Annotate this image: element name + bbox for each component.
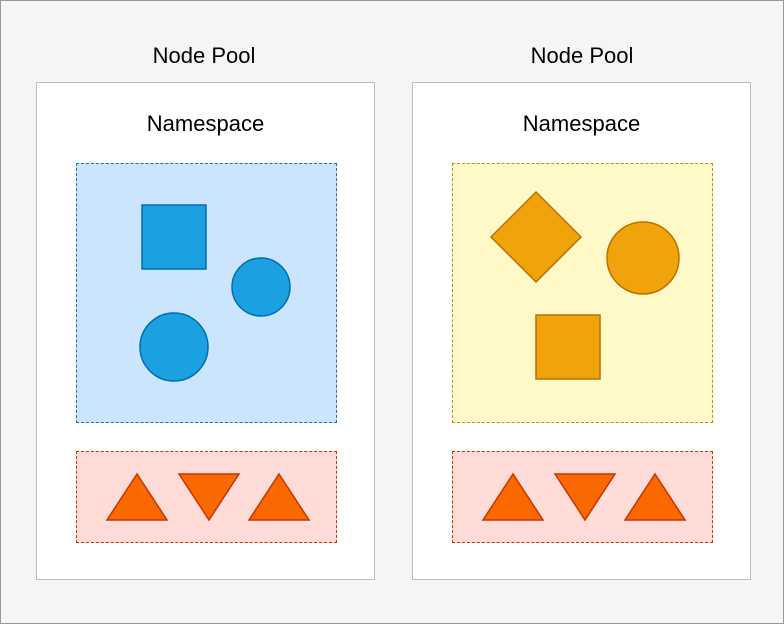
node-pool-left: Namespace [36, 82, 375, 580]
node-pool-title-right: Node Pool [530, 43, 634, 68]
triangle-down [553, 473, 617, 522]
triangle-up [105, 472, 169, 521]
triangle-up [623, 472, 687, 521]
node-pool-title-left: Node Pool [152, 43, 256, 68]
namespace-shapes-right [489, 190, 680, 380]
daemon-shapes-right [481, 472, 687, 522]
triangle-up [481, 472, 545, 521]
pod-circle [139, 312, 209, 382]
triangle-down [177, 473, 241, 522]
daemon-box-right [452, 451, 713, 543]
namespace-box-right [452, 163, 713, 423]
pod-circle [606, 221, 680, 295]
namespace-title-right: Namespace [522, 111, 641, 136]
pod-square [535, 314, 601, 380]
pod-circle [231, 257, 291, 317]
daemon-box-left [76, 451, 337, 543]
namespace-shapes-left [139, 204, 291, 382]
node-pool-right: Namespace [412, 82, 751, 580]
pod-diamond [489, 190, 583, 284]
pod-square [141, 204, 207, 270]
namespace-box-left [76, 163, 337, 423]
daemon-shapes-left [105, 472, 311, 522]
namespace-title-left: Namespace [146, 111, 265, 136]
triangle-up [247, 472, 311, 521]
